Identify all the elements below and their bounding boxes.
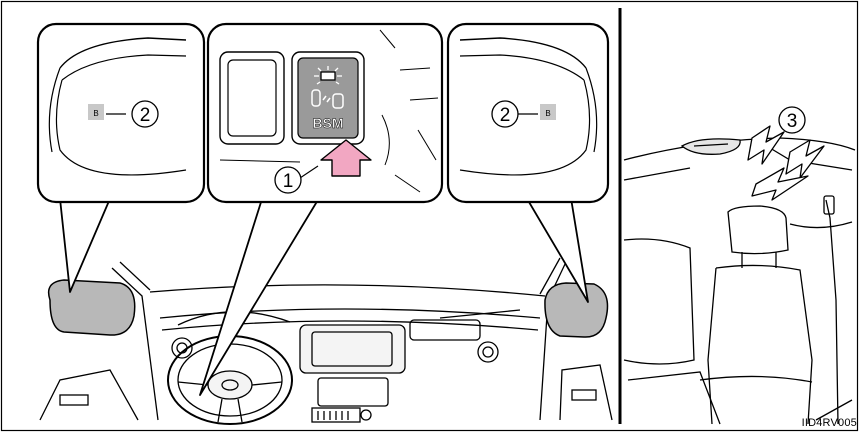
callout-number-3: 3: [787, 111, 798, 132]
left-side-mirror: [49, 280, 135, 335]
left-mirror-indicator-glyph: B: [93, 109, 98, 118]
left-mirror-callout: B 2: [38, 24, 204, 292]
dashboard-illustration: [40, 258, 612, 424]
callout-number-2-left: 2: [140, 105, 151, 126]
blank-switch: [220, 52, 284, 144]
callout-number-2-right: 2: [500, 105, 511, 126]
right-side-mirror: [545, 283, 608, 337]
right-mirror-callout: 2 B: [448, 24, 608, 302]
right-mirror-indicator-glyph: B: [545, 109, 550, 118]
figure-reference-code: IID4RV005: [802, 417, 857, 429]
bsm-switch-label: BSM: [312, 115, 343, 131]
cabin-illustration: [624, 138, 855, 424]
callout-number-1: 1: [283, 171, 294, 192]
